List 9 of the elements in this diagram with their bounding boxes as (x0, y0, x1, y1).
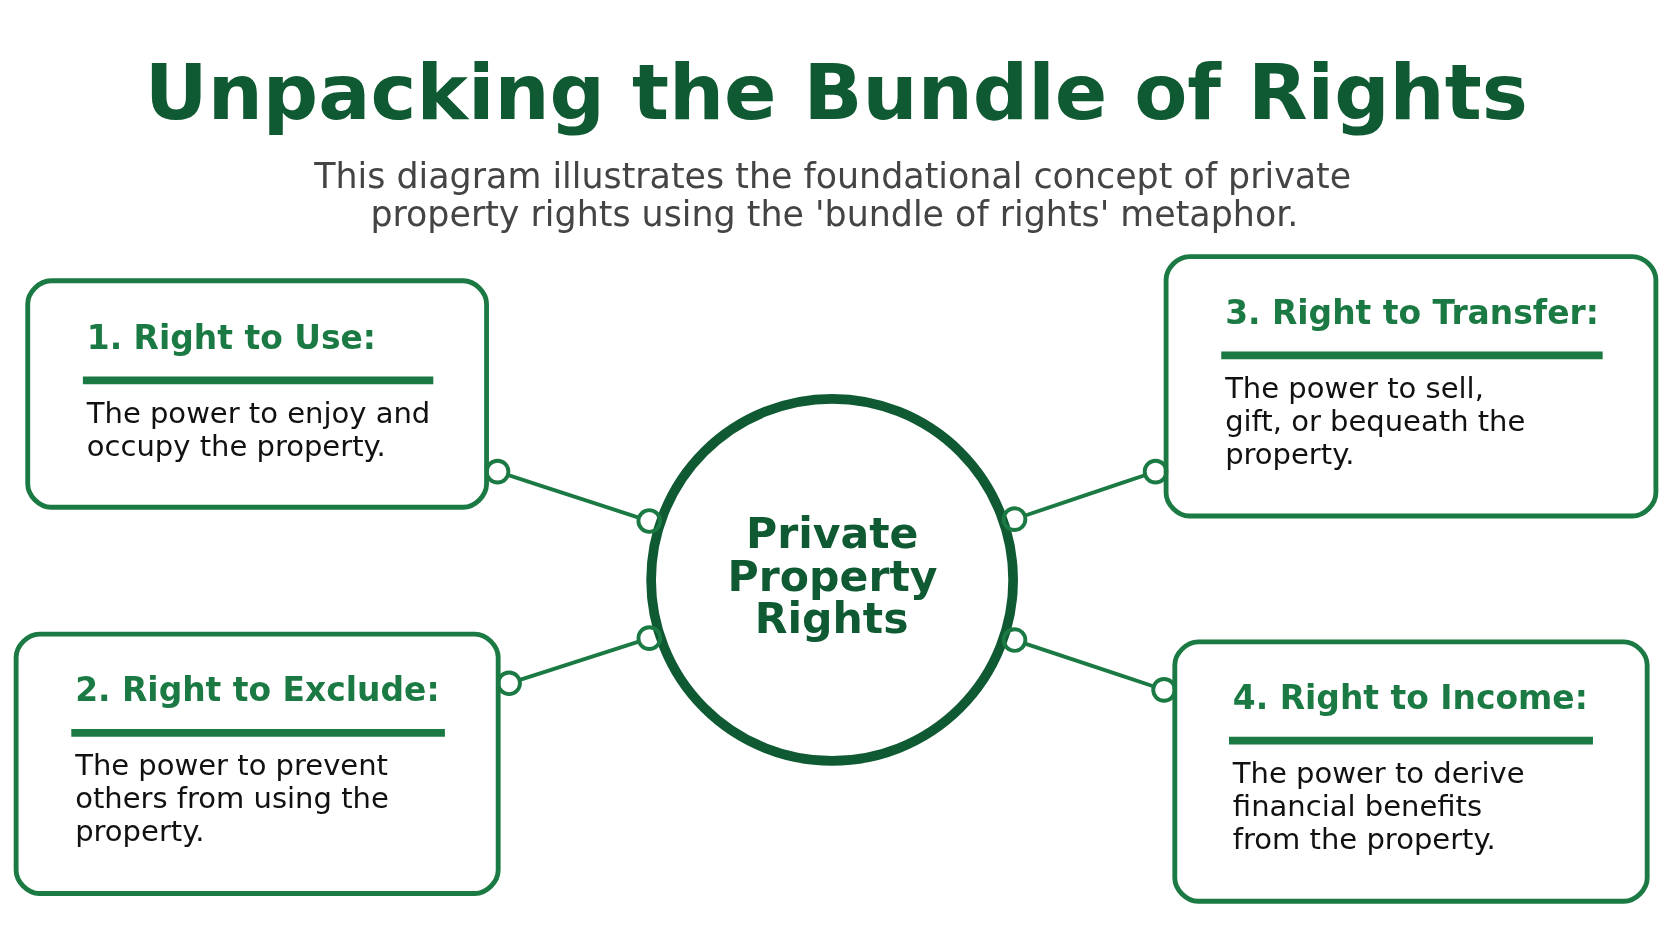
diagram-title: Unpacking the Bundle of Rights (144, 47, 1528, 138)
node-box: 2. Right to Exclude: The power to prevent others from using the property. (13, 631, 501, 896)
node-box: 4. Right to Income: The power to derive financial benefits from the property. (1172, 639, 1650, 904)
connector (1001, 458, 1169, 532)
caption: This diagram illustrates the foundational concept of private property rights using the 'bundle of rights' metaphor. (314, 155, 1352, 235)
node-circle: Private Property Rights (646, 394, 1018, 766)
node-box: 3. Right to Transfer: The power to sell, gift, or bequeath the property. (1163, 254, 1659, 519)
node-box: 1. Right to Use: The power to enjoy and occupy the property. (25, 278, 489, 510)
connector (484, 458, 663, 534)
